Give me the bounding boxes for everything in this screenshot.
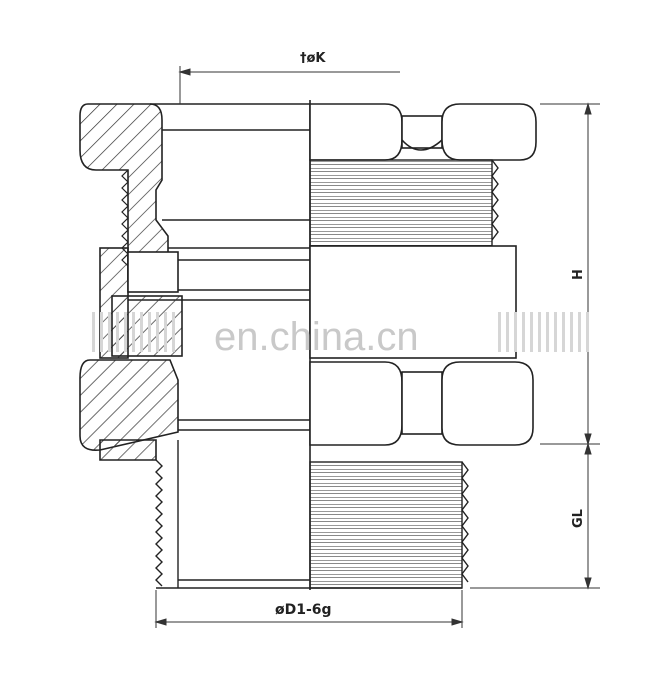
lower-hex-nut	[309, 361, 534, 446]
height-dimension-label: H	[571, 269, 586, 280]
dimension-lines	[154, 66, 600, 628]
middle-sleeve	[99, 245, 517, 359]
upper-hex-nut	[309, 103, 537, 161]
bottom-dimension-label: øD1-6g	[275, 602, 332, 618]
watermark: en.china.cn	[92, 312, 589, 359]
body-section	[79, 359, 310, 461]
watermark-text: en.china.cn	[214, 315, 419, 359]
top-dimension-label: †øK	[300, 51, 326, 66]
upper-thread	[309, 159, 499, 247]
entry-thread	[155, 440, 469, 589]
gland-length-dimension-label: GL	[571, 509, 586, 528]
